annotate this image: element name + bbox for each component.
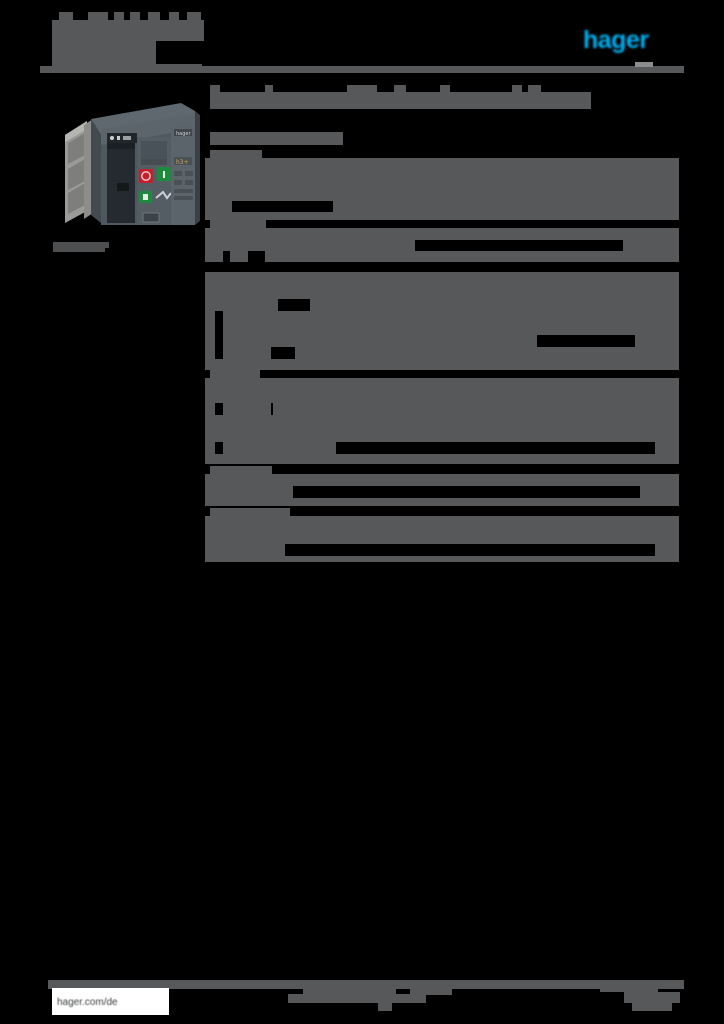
spec-row-label — [205, 486, 293, 498]
page-title-riser — [347, 85, 377, 93]
specification-table — [205, 150, 685, 566]
footer-center-block — [303, 986, 396, 994]
page-title-riser — [210, 85, 220, 93]
footer-center-block — [410, 986, 452, 995]
page-title — [210, 92, 591, 109]
header-divider — [40, 66, 684, 73]
spec-row-value — [223, 311, 679, 323]
spec-row-value — [223, 323, 679, 335]
spec-row-value — [295, 347, 679, 359]
page-title-riser — [394, 85, 406, 93]
header-subtitle-bar — [52, 41, 156, 64]
spec-row-label — [205, 347, 215, 359]
spec-row-unit — [635, 335, 679, 347]
product-figure: hager h3+ — [53, 95, 200, 252]
header-divider-marker — [635, 62, 653, 67]
spec-group-title — [210, 150, 262, 158]
spec-row — [205, 228, 679, 240]
spec-row-unit — [655, 544, 679, 556]
spec-row-value — [623, 240, 679, 251]
spec-group-title — [210, 466, 272, 474]
spec-group-footer — [205, 454, 679, 464]
spec-group-footer — [205, 556, 679, 562]
spec-row — [205, 251, 223, 262]
header-title-riser — [59, 12, 73, 21]
header-title-riser — [187, 12, 201, 21]
header-title-riser — [88, 12, 108, 21]
svg-text:hager: hager — [176, 131, 191, 137]
footer-right-block — [624, 992, 680, 1003]
spec-row — [205, 359, 679, 370]
spec-group-title — [210, 220, 266, 228]
spec-row-label — [205, 403, 215, 415]
page-footer — [0, 975, 724, 1024]
footer-center-block — [288, 994, 426, 1003]
header-title-riser — [114, 12, 124, 21]
spec-group — [205, 370, 685, 466]
spec-group — [205, 150, 685, 220]
page-title-riser — [528, 85, 541, 93]
page-header: hager — [0, 0, 724, 80]
spec-row — [205, 429, 679, 442]
spec-row-value — [223, 335, 537, 347]
spec-row-unit — [655, 442, 679, 454]
header-title-riser — [148, 12, 160, 21]
page-title-riser — [440, 85, 450, 93]
spec-row — [205, 285, 679, 299]
spec-row-value — [265, 251, 679, 262]
spec-row-value — [223, 347, 271, 359]
header-title-riser — [169, 12, 179, 21]
header-title-riser — [130, 12, 140, 21]
header-title-bar — [52, 20, 204, 41]
footer-url-link[interactable]: hager.com/de — [57, 997, 118, 1008]
footer-divider — [48, 980, 684, 989]
footer-url-box — [52, 988, 169, 1015]
spec-row-label — [205, 323, 215, 335]
spec-row — [205, 474, 679, 486]
spec-row — [205, 201, 232, 212]
spec-group-footer — [205, 212, 679, 220]
spec-row-value — [333, 201, 640, 212]
spec-row-label — [205, 311, 215, 323]
spec-row-label — [205, 544, 285, 556]
hager-logo-wordmark: hager — [583, 26, 649, 54]
spec-row-label — [230, 251, 248, 262]
spec-row-value — [310, 299, 679, 311]
spec-group-body — [205, 516, 679, 544]
footer-right-block — [632, 1003, 672, 1011]
spec-group — [205, 508, 685, 562]
spec-group-body — [205, 158, 679, 201]
spec-row-unit — [640, 486, 679, 498]
circuit-breaker-photo: hager h3+ — [65, 103, 200, 225]
spec-row-value — [273, 403, 679, 415]
spec-group-title — [210, 370, 260, 378]
spec-group-title — [210, 508, 290, 516]
svg-text:h3+: h3+ — [176, 159, 189, 166]
spec-group-body — [205, 378, 679, 403]
spec-group — [205, 272, 685, 372]
page-title-riser — [265, 85, 273, 93]
page-subtitle — [210, 132, 343, 145]
product-caption-line-2 — [53, 247, 105, 252]
spec-row-value — [223, 442, 336, 454]
spec-group — [205, 220, 685, 266]
footer-right-block — [600, 985, 658, 992]
page-title-riser — [512, 85, 522, 93]
product-caption-line-1 — [53, 242, 109, 248]
footer-center-block — [378, 1003, 392, 1011]
spec-row — [205, 272, 679, 285]
spec-row-label — [205, 442, 215, 454]
spec-row-label — [205, 299, 278, 311]
spec-row — [205, 415, 679, 429]
hager-logo: hager — [583, 27, 675, 53]
spec-row — [205, 240, 415, 251]
spec-row-label — [223, 403, 271, 415]
spec-group-footer — [205, 498, 679, 506]
spec-row-label — [205, 335, 215, 347]
spec-group — [205, 466, 685, 506]
spec-row-unit — [640, 201, 679, 212]
